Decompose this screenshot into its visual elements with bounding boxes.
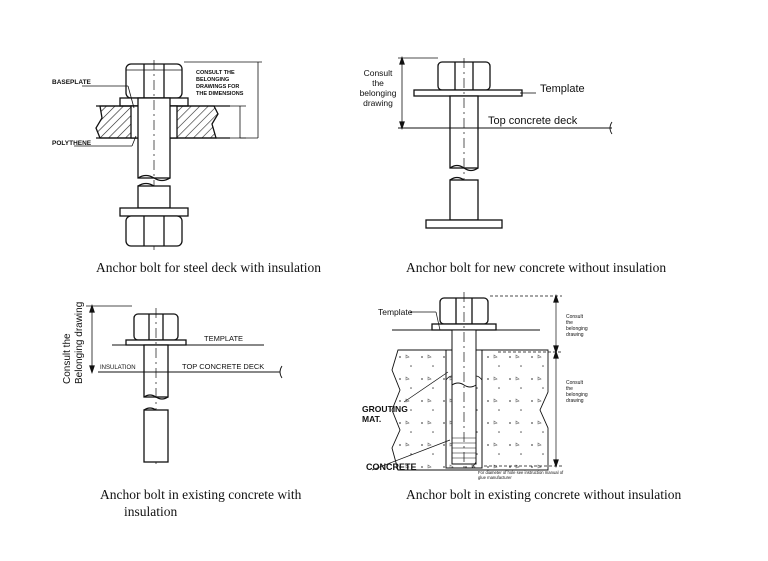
caption-steel-deck: Anchor bolt for steel deck with insulati… — [96, 260, 321, 275]
label-consult-3: DRAWINGS FOR — [196, 84, 239, 90]
label-consult-bot-4: drawing — [566, 398, 584, 404]
panel-steel-deck — [74, 60, 262, 250]
panel-existing-no-insulation — [371, 292, 562, 471]
caption-existing-no-insulation: Anchor bolt in existing concrete without… — [406, 487, 682, 502]
label-baseplate: BASEPLATE — [52, 79, 92, 86]
caption-line-1: Anchor bolt in existing concrete with — [100, 487, 302, 502]
panel-existing-no-insulation-labels: Template GROUTING MAT. CONCRETE Consult … — [362, 307, 588, 480]
anchor-plate — [425, 219, 503, 229]
label-consult-bot-3: belonging — [566, 392, 588, 398]
label-consult-top-2: the — [566, 320, 573, 326]
caption-existing-insulation: Anchor bolt in existing concrete with in… — [100, 486, 301, 520]
panel-existing-insulation-labels: Consult the Belonging drawing TEMPLATE I… — [62, 302, 264, 384]
label-consult-bot-2: the — [566, 386, 573, 392]
label-consult-2: Belonging drawing — [74, 302, 85, 384]
caption-line-2: insulation — [124, 504, 178, 519]
label-top-deck: Top concrete deck — [488, 115, 578, 127]
label-consult-4: THE DIMENSIONS — [196, 91, 244, 97]
label-note-2: glue manufacturer — [478, 475, 512, 480]
label-consult-bot-1: Consult — [566, 380, 584, 386]
label-concrete: CONCRETE — [366, 462, 417, 472]
bottom-nut — [125, 215, 183, 247]
label-grouting-1: GROUTING — [362, 404, 408, 414]
label-consult-1: Consult the — [62, 333, 73, 384]
label-template: Template — [540, 83, 585, 95]
label-consult-2: BELONGING — [196, 77, 229, 83]
label-consult-top-4: drawing — [566, 332, 584, 338]
label-polythene: POLYTHENE — [52, 140, 92, 147]
bottom-washer — [119, 207, 189, 217]
label-consult-4: drawing — [363, 98, 393, 108]
label-template: Template — [378, 307, 413, 317]
panel-existing-insulation — [86, 303, 283, 464]
label-template: TEMPLATE — [204, 334, 243, 343]
label-consult-1: CONSULT THE — [196, 70, 235, 76]
panel-steel-deck-labels: BASEPLATE POLYTHENE CONSULT THE BELONGIN… — [52, 70, 244, 147]
label-top-deck: TOP CONCRETE DECK — [182, 362, 264, 371]
label-consult-2: the — [372, 78, 384, 88]
panel-new-concrete-labels: Consult the belonging drawing Template T… — [360, 68, 585, 127]
label-consult-top-1: Consult — [566, 314, 584, 320]
label-note-1: For diameter of hole see instruction man… — [478, 470, 564, 475]
label-consult-3: belonging — [360, 88, 397, 98]
template-plate — [413, 89, 523, 97]
label-insulation: INSULATION — [100, 365, 136, 371]
panel-new-concrete — [398, 55, 613, 232]
label-consult-top-3: belonging — [566, 326, 588, 332]
caption-new-concrete: Anchor bolt for new concrete without ins… — [406, 260, 667, 275]
label-consult-1: Consult — [364, 68, 393, 78]
label-grouting-2: MAT. — [362, 414, 381, 424]
